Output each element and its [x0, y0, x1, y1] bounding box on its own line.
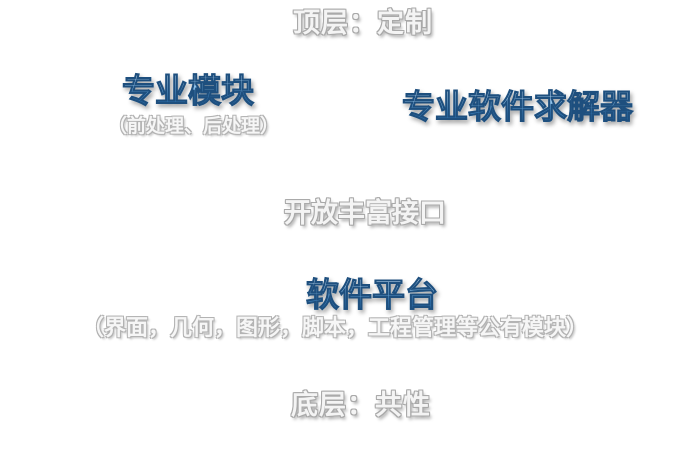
open-interface-label: 开放丰富接口 [284, 198, 446, 229]
solver-title: 专业软件求解器 [402, 87, 634, 126]
top-layer-label: 顶层：定制 [293, 8, 433, 39]
professional-modules-subtitle: （前处理、后处理） [108, 115, 280, 137]
bottom-layer-label: 底层：共性 [291, 390, 431, 421]
software-platform-subtitle: （界面，几何，图形，脚本，工程管理等公有模块） [82, 316, 589, 341]
software-platform-title: 软件平台 [306, 275, 439, 314]
professional-modules-title: 专业模块 [122, 71, 255, 110]
